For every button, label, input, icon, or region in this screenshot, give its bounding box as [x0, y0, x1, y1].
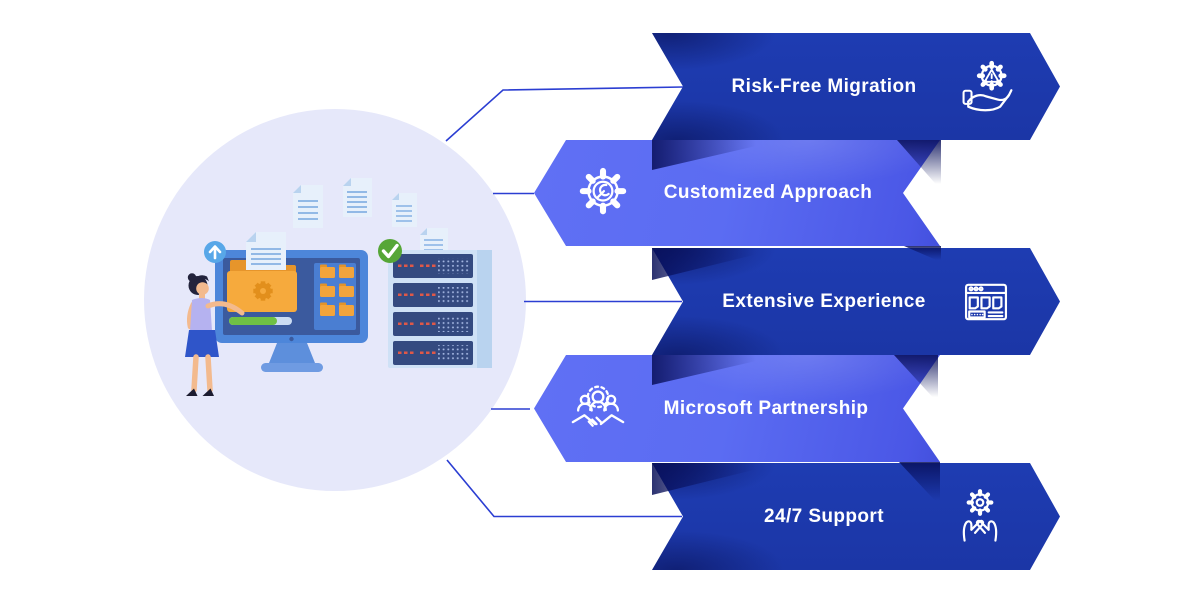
- banner-label: Customized Approach: [663, 182, 873, 203]
- floating-documents-icon: [293, 178, 417, 228]
- warning-gear-hand-icon: [957, 57, 1017, 117]
- upload-folder: [227, 232, 297, 312]
- woman-illustration: [185, 273, 245, 396]
- progress-bar: [229, 317, 292, 325]
- gear-wrench-icon: [573, 163, 633, 223]
- banner-customized-approach: Customized Approach: [534, 140, 940, 246]
- banner-label: 24/7 Support: [764, 505, 884, 527]
- gear-on-folder: [253, 281, 272, 300]
- banner-extensive-experience: Extensive Experience: [652, 248, 1060, 355]
- handshake-people-icon: [567, 378, 629, 440]
- banner-label: Risk-Free Migration: [731, 75, 917, 97]
- banner-risk-free-migration: Risk-Free Migration: [652, 33, 1060, 140]
- folder-grid: [320, 264, 354, 316]
- server-rack-illustration: [388, 228, 492, 368]
- check-badge-icon: [378, 239, 402, 263]
- hands-gear-icon: [951, 488, 1009, 546]
- background-circle: [144, 109, 526, 491]
- browser-cards-icon: [957, 273, 1015, 331]
- banner-label: Microsoft Partnership: [663, 397, 869, 419]
- monitor-illustration: [215, 232, 368, 372]
- banner-label: Extensive Experience: [722, 290, 926, 312]
- banner-microsoft-partnership: Microsoft Partnership: [534, 355, 940, 462]
- banner-24-7-support: 24/7 Support: [652, 463, 1060, 570]
- upload-arrow-badge-icon: [204, 241, 226, 263]
